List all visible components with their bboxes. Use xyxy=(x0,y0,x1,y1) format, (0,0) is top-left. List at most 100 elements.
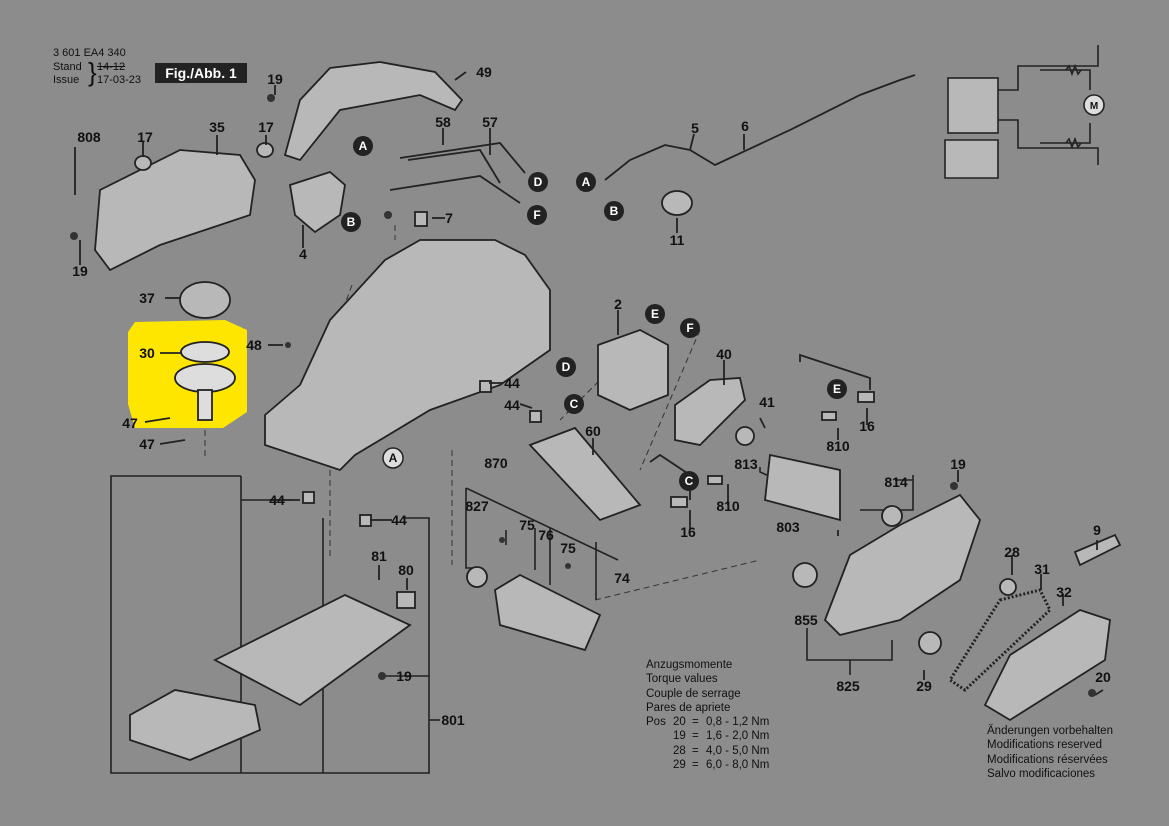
svg-text:M: M xyxy=(1090,101,1098,112)
label-29: 29 xyxy=(916,678,932,694)
wiring-schematic xyxy=(944,45,1105,179)
label-855: 855 xyxy=(794,612,818,628)
notice-de: Änderungen vorbehalten xyxy=(987,725,1113,737)
label-813: 813 xyxy=(734,456,758,472)
connector-markers: A B D F A B E F D C E C A xyxy=(341,136,847,491)
label-17: 17 xyxy=(137,129,153,145)
label-49: 49 xyxy=(476,64,492,80)
label-32: 32 xyxy=(1056,584,1072,600)
doc-number: 3 601 EA4 340 xyxy=(53,47,126,59)
connector-b: B xyxy=(347,215,356,229)
connector-d: D xyxy=(534,175,543,189)
part-37-knob xyxy=(179,281,231,319)
label-40: 40 xyxy=(716,346,732,362)
label-16: 16 xyxy=(859,418,875,434)
label-19: 19 xyxy=(72,263,88,279)
issue-date: 17-03-23 xyxy=(97,74,142,86)
label-47: 47 xyxy=(139,436,155,452)
label-57: 57 xyxy=(482,114,498,130)
connector-f: F xyxy=(533,208,540,222)
torque-title-de: Anzugsmomente xyxy=(646,659,733,671)
label-31: 31 xyxy=(1034,561,1050,577)
label-870: 870 xyxy=(484,455,508,471)
part-28 xyxy=(999,578,1017,596)
label-9: 9 xyxy=(1093,522,1101,538)
connector-e: E xyxy=(651,307,659,321)
label-810: 810 xyxy=(826,438,850,454)
notice-en: Modifications reserved xyxy=(987,739,1103,752)
part-49-handle xyxy=(283,61,464,162)
torque-pos-label: Pos xyxy=(646,716,666,728)
part-810-a xyxy=(821,411,837,421)
part-30-stem xyxy=(197,389,213,421)
part-17-b xyxy=(256,142,274,158)
label-5: 5 xyxy=(691,120,699,136)
label-35: 35 xyxy=(209,119,225,135)
part-32-cover xyxy=(983,609,1111,722)
label-825: 825 xyxy=(836,678,860,694)
modifications-notice: Änderungen vorbehalten Modifications res… xyxy=(987,724,1113,781)
connector-b: B xyxy=(610,204,619,218)
label-827: 827 xyxy=(465,498,489,514)
connector-c: C xyxy=(685,474,694,488)
label-44: 44 xyxy=(391,512,407,528)
label-58: 58 xyxy=(435,114,451,130)
label-44: 44 xyxy=(269,492,285,508)
part-80 xyxy=(396,591,416,609)
connector-e: E xyxy=(833,382,841,396)
label-19: 19 xyxy=(950,456,966,472)
connector-d: D xyxy=(562,360,571,374)
part-801-plate xyxy=(213,594,412,707)
label-11: 11 xyxy=(670,232,685,248)
figure-label: Fig./Abb. 1 xyxy=(155,63,247,83)
stand-label: Stand xyxy=(53,61,82,73)
label-17: 17 xyxy=(258,119,274,135)
label-44: 44 xyxy=(504,397,520,413)
part-6-cord xyxy=(604,74,916,181)
part-7 xyxy=(414,211,428,227)
label-803: 803 xyxy=(776,519,800,535)
connector-a: A xyxy=(359,139,368,153)
bearing-855 xyxy=(792,562,818,588)
part-2-field xyxy=(597,329,669,411)
label-74: 74 xyxy=(614,570,630,586)
bearing-813 xyxy=(735,426,755,446)
bracket-801 xyxy=(110,475,430,774)
wire-57 xyxy=(389,175,521,204)
connector-c: C xyxy=(570,397,579,411)
torque-title-fr: Couple de serrage xyxy=(646,687,741,700)
housing xyxy=(264,239,551,472)
bearing-827 xyxy=(466,566,488,588)
part-810-b xyxy=(707,475,723,485)
label-75: 75 xyxy=(519,517,535,533)
label-48: 48 xyxy=(246,337,262,353)
torque-pos: 20 xyxy=(673,716,686,728)
part-16-a xyxy=(857,391,875,403)
rear-foot xyxy=(129,689,262,761)
label-808: 808 xyxy=(77,129,101,145)
torque-value: 4,0 - 5,0 Nm xyxy=(706,745,770,757)
issue-label: Issue xyxy=(53,74,80,86)
torque-pos: 29 xyxy=(673,759,686,771)
label-28: 28 xyxy=(1004,544,1020,560)
part-44-a xyxy=(479,380,492,393)
notice-fr: Modifications réservées xyxy=(987,753,1108,766)
part-31-belt xyxy=(947,588,1052,692)
label-814: 814 xyxy=(884,474,908,490)
label-801: 801 xyxy=(441,712,465,728)
stand-value: 14-12 xyxy=(97,61,126,73)
torque-value: 6,0 - 8,0 Nm xyxy=(706,759,770,771)
torque-pos: 19 xyxy=(673,730,686,742)
connector-f: F xyxy=(686,321,693,335)
part-29 xyxy=(918,631,942,655)
label-60: 60 xyxy=(585,423,601,439)
part-11 xyxy=(661,190,693,216)
torque-value: 1,6 - 2,0 Nm xyxy=(706,730,770,742)
part-16-b xyxy=(670,496,688,508)
label-20: 20 xyxy=(1095,669,1111,685)
torque-title-en: Torque values xyxy=(646,673,718,686)
wire-58 xyxy=(399,142,526,174)
